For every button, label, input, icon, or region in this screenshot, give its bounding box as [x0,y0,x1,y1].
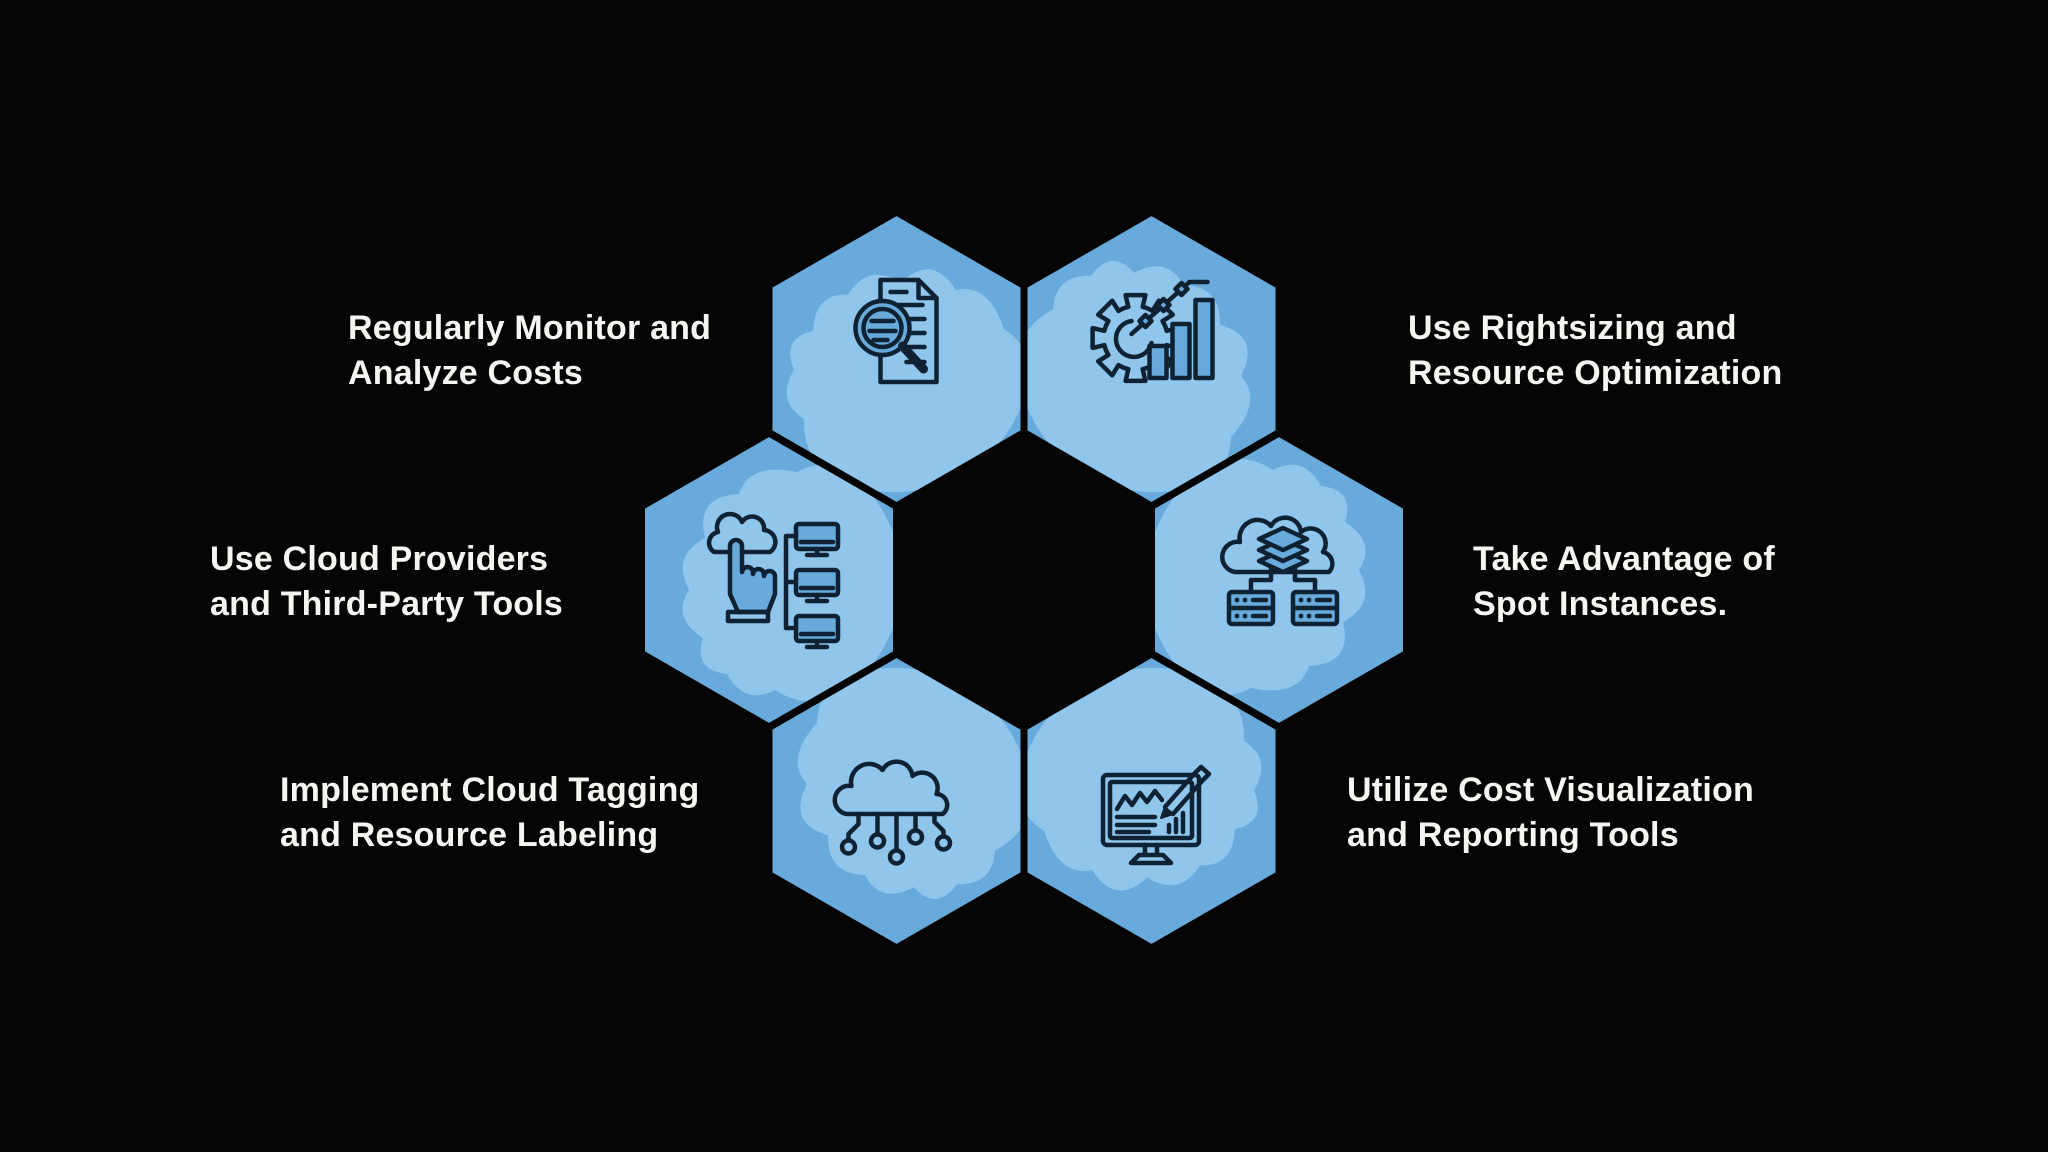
label-line: Use Cloud Providers [210,540,549,578]
label-line: Analyze Costs [348,354,584,392]
gear-chart-icon [1090,279,1215,384]
monitor-chart-pen-icon [1100,764,1212,866]
label-rightsizing: Use Rightsizing and Resource Optimizatio… [1408,306,1782,396]
label-cloud-providers: Use Cloud Providers and Third-Party Tool… [210,537,563,627]
label-spot-instances: Take Advantage of Spot Instances. [1473,537,1775,627]
label-line: Take Advantage of [1473,540,1775,578]
pencil [1160,764,1212,819]
server-left [1226,589,1276,627]
monitor-2 [793,567,841,604]
label-line: and Reporting Tools [1347,816,1679,854]
label-line: Utilize Cost Visualization [1347,771,1754,809]
label-line: and Resource Labeling [280,816,659,854]
label-cloud-tagging: Implement Cloud Tagging and Resource Lab… [280,768,700,858]
label-line: Spot Instances. [1473,585,1728,623]
hand-cloud-servers-icon [706,511,841,650]
monitor-1 [793,521,841,558]
label-line: Resource Optimization [1408,354,1783,392]
label-line: and Third-Party Tools [210,585,564,623]
label-line: Regularly Monitor and [348,309,712,347]
server-right [1290,589,1340,627]
label-cost-visualization: Utilize Cost Visualization and Reporting… [1347,768,1754,858]
label-monitor-analyze: Regularly Monitor and Analyze Costs [348,306,711,396]
document-search-icon [853,277,939,385]
label-line: Use Rightsizing and [1408,309,1737,347]
cloud-circuit-icon [832,759,953,866]
cloud-layers-servers-icon [1220,515,1340,627]
gear-outline [1090,292,1181,384]
label-line: Implement Cloud Tagging [280,771,700,809]
monitor-3 [793,613,841,650]
